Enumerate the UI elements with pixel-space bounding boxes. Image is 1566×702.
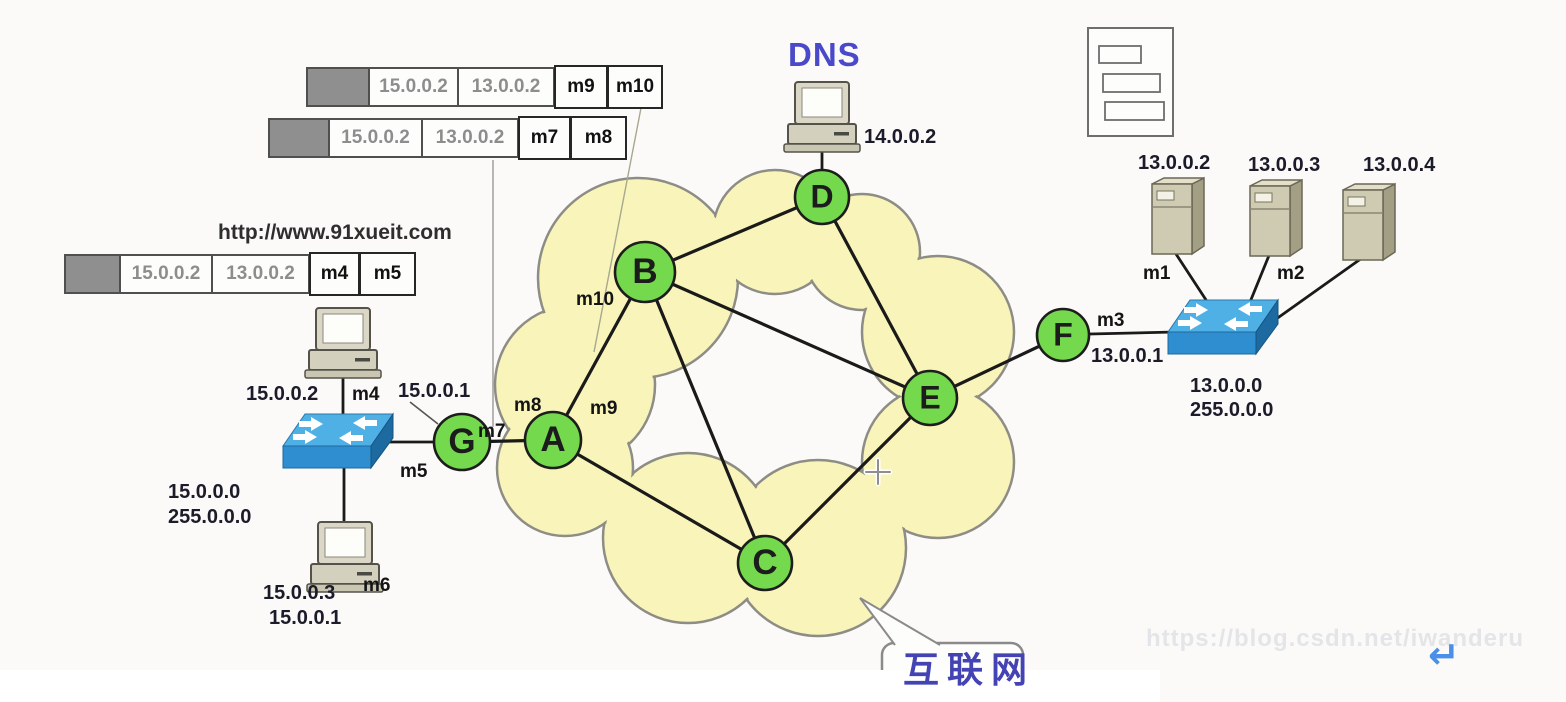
frame-mac1: m9 bbox=[554, 65, 608, 109]
router-b-label: B bbox=[632, 251, 658, 291]
packet-frame-top: 15.0.0.2 13.0.0.2 m9 m10 bbox=[306, 65, 663, 109]
frame-dst-ip: 13.0.0.2 bbox=[423, 118, 519, 158]
return-arrow-icon: ↵ bbox=[1428, 633, 1460, 677]
left-mask-label: 255.0.0.0 bbox=[168, 506, 252, 528]
web-server2-icon bbox=[1249, 179, 1303, 257]
watermark-url: https://blog.csdn.net/iwanderu bbox=[1146, 625, 1524, 652]
server3-ip-label: 13.0.0.4 bbox=[1363, 154, 1436, 176]
dns-label: DNS bbox=[788, 36, 861, 73]
frame-header-cell bbox=[268, 118, 330, 158]
document-icon bbox=[1087, 27, 1174, 137]
if-m7-label: m7 bbox=[478, 421, 506, 442]
frame-mac2: m8 bbox=[570, 116, 627, 160]
frame-src-ip: 15.0.0.2 bbox=[121, 254, 213, 294]
right-switch-icon bbox=[1167, 299, 1279, 355]
if-m8-label: m8 bbox=[514, 395, 542, 416]
if-m1-label: m1 bbox=[1143, 263, 1171, 284]
right-mask-label: 255.0.0.0 bbox=[1190, 399, 1274, 421]
packet-frame-bottom: 15.0.0.2 13.0.0.2 m4 m5 bbox=[64, 252, 416, 296]
frame-header-cell bbox=[306, 67, 370, 107]
bottom-crop-band bbox=[0, 670, 1160, 702]
router-g-ip-label: 15.0.0.1 bbox=[398, 380, 471, 402]
right-network-label: 13.0.0.0 bbox=[1190, 375, 1263, 397]
if-m3-label: m3 bbox=[1097, 310, 1125, 331]
client-pc-icon bbox=[304, 307, 382, 379]
frame-mac1: m7 bbox=[518, 116, 571, 160]
frame-mac2: m5 bbox=[359, 252, 416, 296]
router-f-ip-label: 13.0.0.1 bbox=[1091, 345, 1164, 367]
router-c-label: C bbox=[752, 542, 778, 582]
frame-header-cell bbox=[64, 254, 121, 294]
server2-ip-label: 13.0.0.3 bbox=[1248, 154, 1321, 176]
dns-server-pc-icon bbox=[783, 81, 861, 153]
router-a-label: A bbox=[540, 419, 566, 459]
left-network-label: 15.0.0.0 bbox=[168, 481, 241, 503]
frame-src-ip: 15.0.0.2 bbox=[330, 118, 423, 158]
router-f-node bbox=[1035, 307, 1091, 363]
router-b-node bbox=[613, 240, 677, 304]
router-g-node bbox=[432, 412, 492, 472]
site-url-label: http://www.91xueit.com bbox=[218, 221, 452, 244]
if-m10-label: m10 bbox=[576, 289, 615, 310]
if-m6-label: m6 bbox=[363, 575, 391, 596]
if-m9-label: m9 bbox=[590, 398, 618, 419]
router-e-label: E bbox=[919, 379, 941, 416]
frame-mac2: m10 bbox=[607, 65, 663, 109]
frame-src-ip: 15.0.0.2 bbox=[370, 67, 459, 107]
internet-callout-label: 互联网 bbox=[903, 649, 1036, 690]
host-top-ip-label: 15.0.0.2 bbox=[246, 383, 319, 405]
server1-ip-label: 13.0.0.2 bbox=[1138, 152, 1211, 174]
leader-lines bbox=[409, 107, 642, 427]
frame-mac1: m4 bbox=[309, 252, 360, 296]
router-e-node bbox=[901, 369, 959, 427]
crosshair-cursor-icon bbox=[863, 457, 893, 487]
packet-frame-middle: 15.0.0.2 13.0.0.2 m7 m8 bbox=[268, 116, 627, 160]
if-m2-label: m2 bbox=[1277, 263, 1305, 284]
left-switch-icon bbox=[282, 413, 394, 469]
router-f-label: F bbox=[1053, 316, 1073, 353]
router-d-node bbox=[793, 168, 851, 226]
frame-dst-ip: 13.0.0.2 bbox=[459, 67, 555, 107]
host-bottom-gateway-label: 15.0.0.1 bbox=[269, 607, 342, 629]
dns-ip-label: 14.0.0.2 bbox=[864, 126, 937, 148]
router-c-node bbox=[736, 534, 794, 592]
router-a-node bbox=[523, 410, 583, 470]
network-links bbox=[341, 148, 1364, 565]
web-server1-icon bbox=[1151, 177, 1205, 255]
web-server3-icon bbox=[1342, 183, 1396, 261]
frame-dst-ip: 13.0.0.2 bbox=[213, 254, 310, 294]
if-m4-label: m4 bbox=[352, 384, 380, 405]
router-g-label: G bbox=[448, 421, 476, 461]
if-m5-label: m5 bbox=[400, 461, 428, 482]
host-bottom-ip-label: 15.0.0.3 bbox=[263, 582, 336, 604]
router-d-label: D bbox=[810, 178, 834, 215]
